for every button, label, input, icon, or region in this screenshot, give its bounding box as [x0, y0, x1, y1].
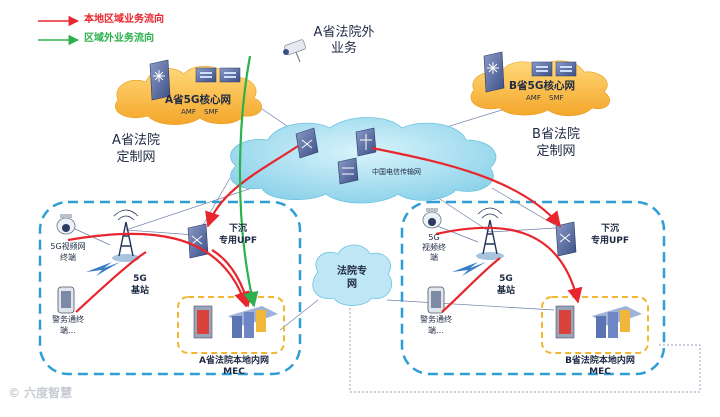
region-b-wireless-bolt — [452, 262, 486, 276]
region-b-camera-icon — [422, 208, 442, 229]
transport-label: 中国电信传输网 — [372, 168, 421, 176]
region-a-police-line1: 警务通终 — [52, 315, 84, 324]
region-b-station-line2: 基站 — [496, 286, 516, 296]
region-b-upf-line1: 下沉 — [600, 224, 620, 234]
region-a-video-line2: 终端 — [60, 253, 76, 262]
core-a-amf: AMF — [181, 108, 196, 116]
region-b-video-line3: 端 — [430, 253, 438, 262]
region-a-station-line2: 基站 — [130, 286, 150, 296]
watermark: © 六度智慧 — [8, 386, 73, 400]
transport-switch-icon-3 — [337, 157, 359, 185]
cross-flow-arrows — [238, 55, 259, 308]
region-a-box — [38, 200, 302, 376]
region-a-station-line1: 5G — [133, 274, 147, 284]
court-net-cloud — [312, 244, 393, 306]
region-b-upf-router-icon — [555, 221, 577, 257]
region-a-video-line1: 5G视频网 — [50, 242, 86, 251]
region-a-phone-icon — [57, 286, 75, 314]
core-b-smf: SMF — [549, 94, 564, 102]
core-b-router-icon — [483, 51, 505, 93]
core-a-router-icon — [149, 59, 171, 101]
region-b-video-line2: 视频终 — [422, 243, 446, 252]
transport-switch-icon-2 — [355, 127, 377, 157]
region-a-upf-line1: 下沉 — [228, 224, 248, 234]
region-b-server-icon — [592, 306, 642, 338]
region-b-station-line1: 5G — [499, 274, 513, 284]
region-b-phone-icon — [427, 286, 445, 314]
core-a-smf: SMF — [204, 108, 219, 116]
local-flow-arrows — [67, 145, 583, 313]
private-a-line1: A省法院 — [112, 133, 160, 148]
region-a-camera-icon — [56, 214, 76, 235]
region-b-police-line2: 端… — [428, 326, 444, 335]
legend-local-label: 本地区域业务流向 — [84, 14, 164, 25]
camera-icon — [283, 39, 307, 63]
region-b-firewall-icon — [555, 305, 575, 339]
core-b-title: B省5G核心网 — [509, 80, 575, 92]
private-a-line2: 定制网 — [116, 150, 156, 165]
mec-b-box — [541, 296, 649, 354]
court-net-dotted-link — [349, 300, 701, 393]
legend — [38, 15, 80, 46]
region-a-upf-line2: 专用UPF — [218, 236, 258, 246]
region-a-mec-line1: A省法院本地内网 — [199, 356, 269, 366]
region-b-mec-line2: MEC — [589, 367, 611, 377]
region-a-firewall-icon — [193, 305, 213, 339]
core-a-server-icon — [195, 67, 241, 83]
top-service-label-line1: A省法院外 — [313, 25, 375, 40]
private-b-line1: B省法院 — [532, 127, 580, 142]
region-a-mec-line2: MEC — [223, 367, 245, 377]
transport-switch-icon-1 — [295, 127, 319, 159]
region-a-police-line2: 端… — [60, 326, 76, 335]
region-b-mec-line1: B省法院本地内网 — [565, 356, 635, 366]
region-b-police-line1: 警务通终 — [420, 315, 452, 324]
core-b-server-icon — [531, 61, 577, 77]
core-b-amf: AMF — [526, 94, 541, 102]
region-b-video-line1: 5G — [428, 233, 440, 242]
court-net-line1: 法院专 — [337, 266, 367, 277]
court-net-line2: 网 — [347, 279, 357, 290]
region-a-server-icon — [228, 306, 278, 338]
legend-cross-label: 区域外业务流向 — [84, 33, 154, 44]
top-service-label-line2: 业务 — [330, 41, 358, 56]
region-b-tower-icon — [476, 207, 504, 260]
mec-a-box — [177, 296, 285, 354]
region-b-upf-line2: 专用UPF — [590, 236, 630, 246]
region-a-wireless-bolt — [86, 262, 120, 276]
region-a-tower-icon — [112, 209, 140, 262]
region-a-upf-router-icon — [187, 223, 209, 259]
private-b-line2: 定制网 — [536, 144, 576, 159]
core-a-title: A省5G核心网 — [164, 94, 232, 106]
